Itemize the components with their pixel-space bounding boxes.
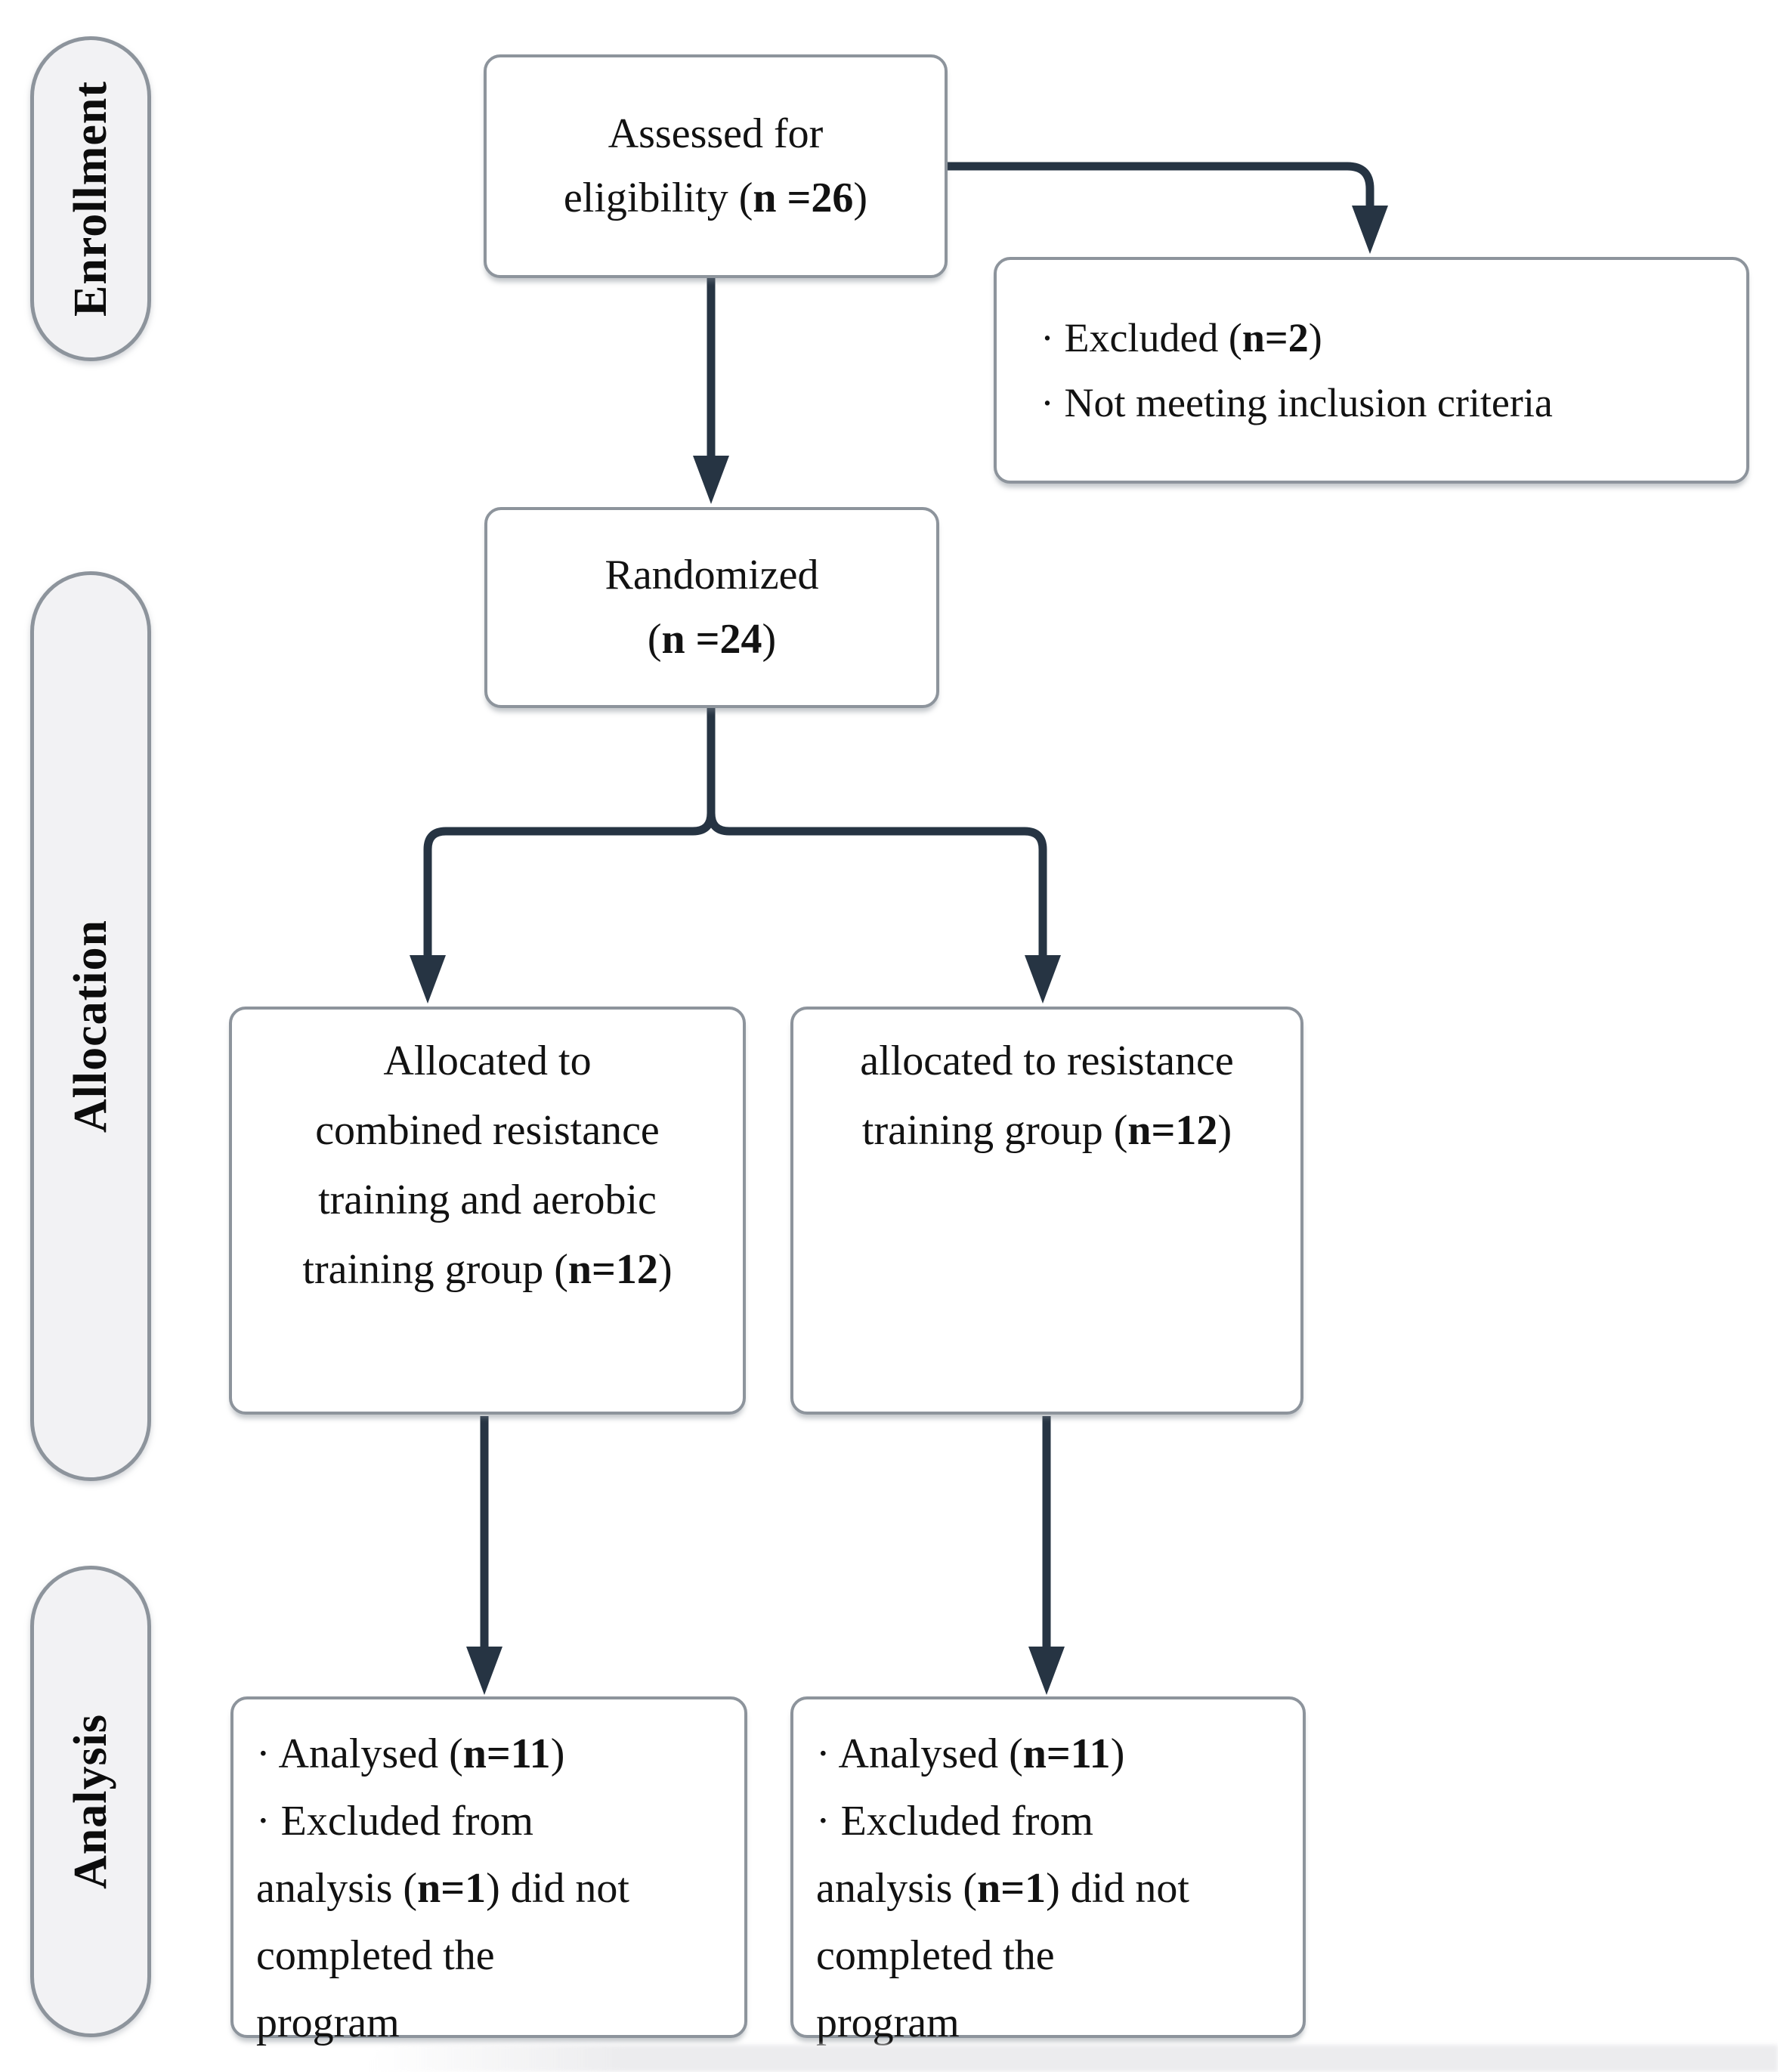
arrowhead-randomized-to-resistance-group [1025, 955, 1061, 1004]
box-excluded: · Excluded (n=2)· Not meeting inclusion … [994, 257, 1749, 484]
arrowhead-resistance-group-to-analysis [1028, 1647, 1065, 1695]
arrow-randomized-to-resistance-group [707, 708, 1047, 957]
stage-label-analysis: Analysis [64, 1714, 116, 1889]
arrow-assessed-to-excluded [948, 162, 1374, 207]
arrow-randomized-to-combined-group [423, 708, 716, 957]
stage-label-allocation: Allocation [64, 919, 116, 1133]
arrowhead-randomized-to-combined-group [410, 955, 446, 1004]
box-randomized: Randomized(n =24) [484, 507, 939, 708]
scan-shadow-strip [370, 2045, 1778, 2072]
stage-pill-enrollment: Enrollment [30, 36, 151, 361]
stage-pill-allocation: Allocation [30, 571, 151, 1481]
arrowhead-assessed-to-excluded [1352, 206, 1388, 254]
stage-label-enrollment: Enrollment [64, 81, 116, 317]
arrowhead-combined-group-to-analysis [466, 1647, 502, 1695]
arrowhead-assessed-to-randomized [693, 456, 729, 504]
stage-pill-analysis: Analysis [30, 1566, 151, 2037]
